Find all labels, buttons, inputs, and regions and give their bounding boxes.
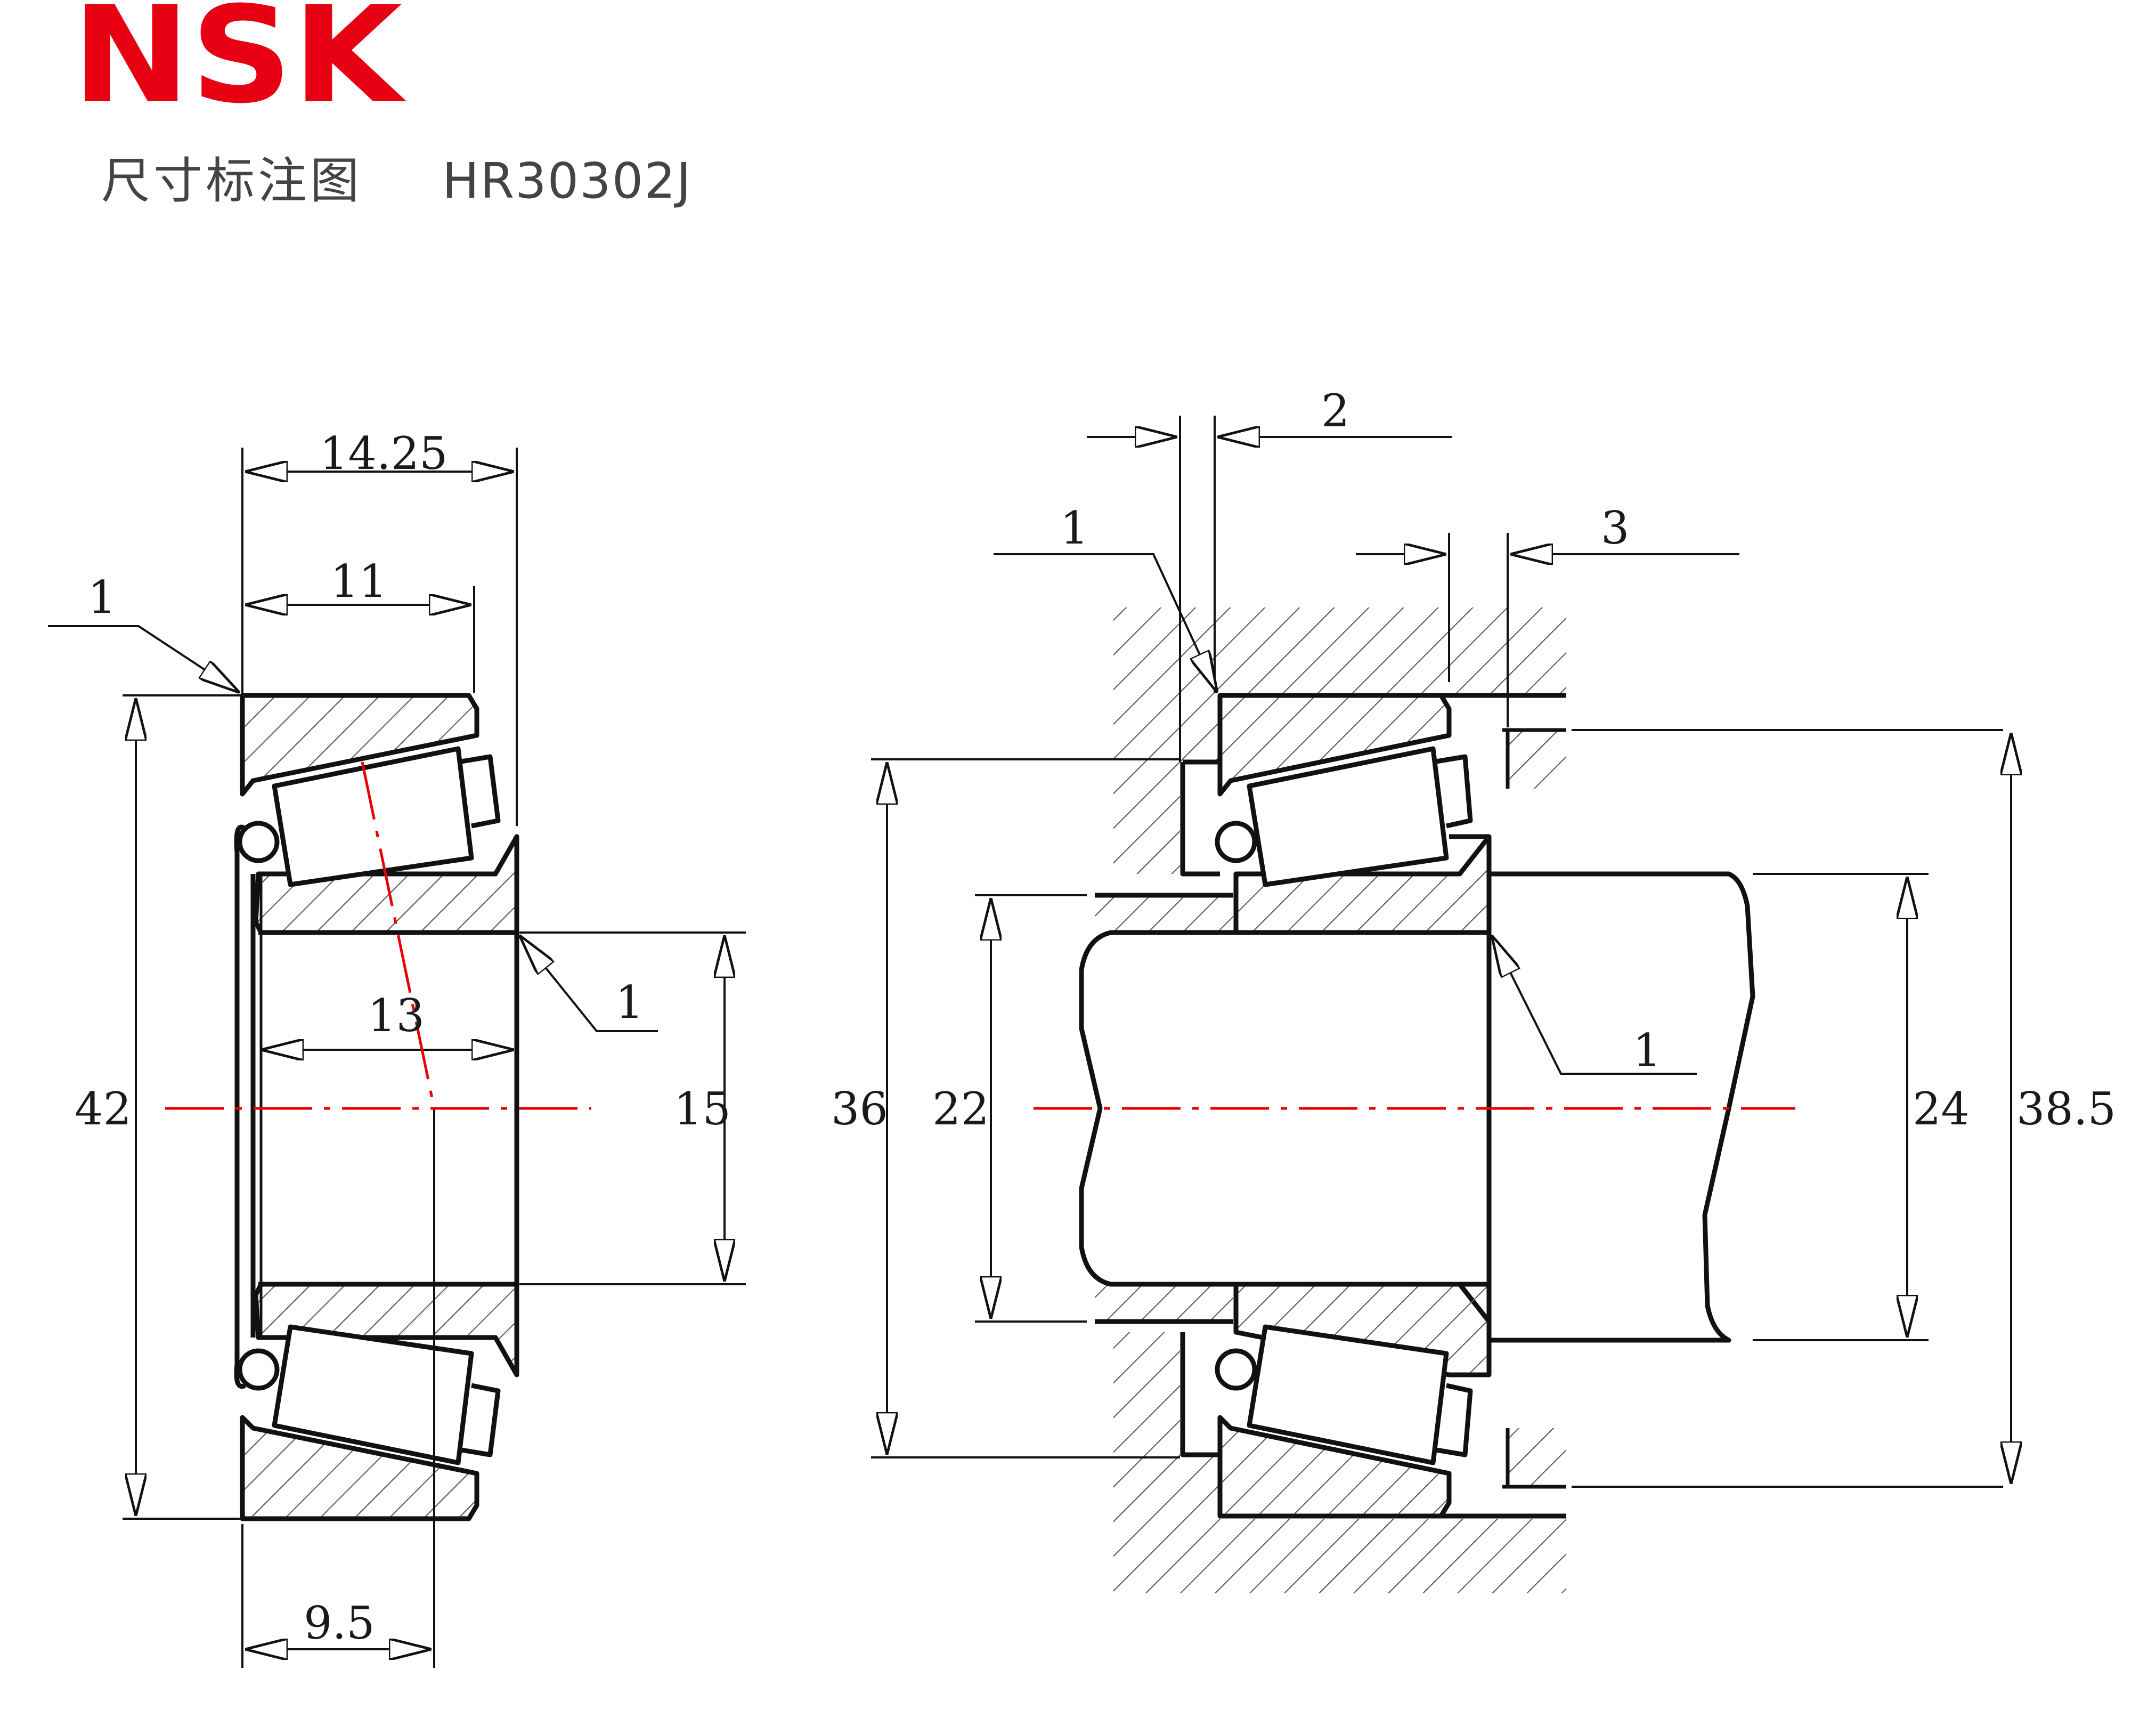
dim-fillet-housing: 1	[1060, 502, 1088, 554]
dim-housing-shoulder: 38.5	[2016, 1083, 2116, 1135]
right-dimension-lines	[871, 416, 2011, 1488]
dim-fillet-shaft: 1	[1633, 1024, 1661, 1076]
dim-abutment-gap: 3	[1601, 502, 1629, 554]
nsk-logo: NSK	[72, 0, 407, 117]
left-center-lines	[165, 761, 591, 1110]
dim-bore-diameter: 15	[674, 1083, 731, 1135]
shaft-right	[1489, 871, 1755, 1343]
lower-roller	[272, 1324, 474, 1465]
dim-fillet-housing-axial: 2	[1321, 385, 1349, 437]
lower-cup	[240, 1415, 479, 1521]
dim-shaft-diameter: 24	[1913, 1083, 1970, 1135]
dim-housing-abutment: 36	[831, 1083, 888, 1135]
shaft-left	[1079, 930, 1236, 1287]
lower-housing	[1113, 1332, 1566, 1593]
left-dimension-lines	[48, 448, 746, 1668]
dim-effective-center: 13	[368, 990, 425, 1042]
model-number: HR30302J	[442, 152, 692, 209]
dim-chamfer-outer: 1	[88, 571, 116, 623]
drawing-title: 尺寸标注图 HR30302J	[101, 141, 692, 212]
cone-back-face	[234, 824, 247, 1389]
lower-cup-right	[1217, 1415, 1452, 1519]
right-mounting-view	[1079, 607, 1755, 1593]
dim-width-total: 14.25	[320, 427, 448, 480]
upper-cage	[458, 754, 501, 829]
upper-cup-right	[1217, 693, 1452, 797]
dim-stand-off: 9.5	[304, 1597, 375, 1649]
upper-roller-right	[1247, 746, 1449, 887]
dim-outer-diameter: 42	[75, 1083, 132, 1135]
lower-roller-right	[1247, 1324, 1449, 1465]
title-text: 尺寸标注图	[101, 152, 363, 209]
upper-cup	[240, 693, 479, 797]
brand-logo-text: NSK	[72, 0, 407, 117]
dim-width-cup: 11	[330, 555, 387, 607]
upper-housing	[1113, 607, 1566, 874]
dim-chamfer-inner: 1	[615, 976, 644, 1028]
lower-cage	[458, 1383, 501, 1457]
dim-shaft-abutment: 22	[932, 1083, 989, 1135]
